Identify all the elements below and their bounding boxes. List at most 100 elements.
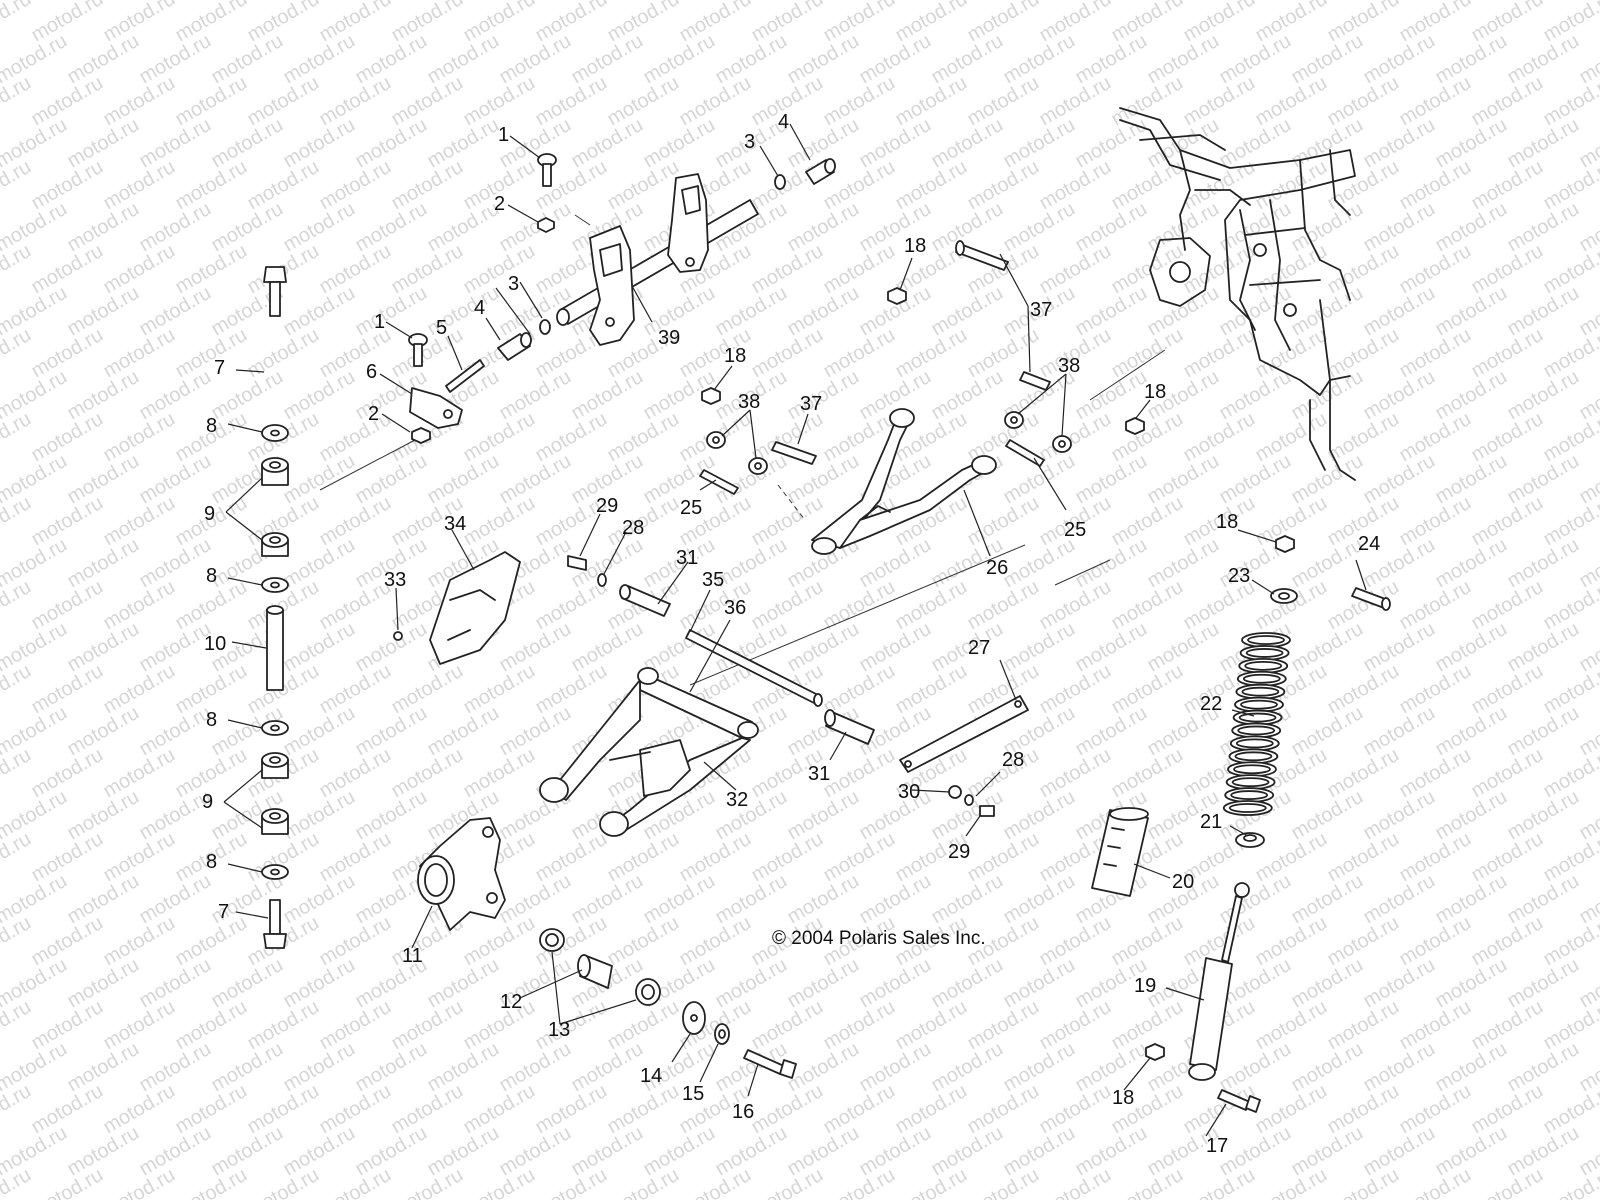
- callout-15: 15: [682, 1083, 704, 1105]
- watermark-text: motod.ru: [856, 114, 935, 173]
- bushing: [261, 808, 289, 835]
- watermark-text: motod.ru: [352, 282, 431, 341]
- watermark-text: motod.ru: [316, 156, 395, 215]
- watermark-text: motod.ru: [1288, 534, 1367, 593]
- watermark-text: motod.ru: [424, 702, 503, 761]
- watermark-text: motod.ru: [280, 870, 359, 929]
- watermark-text: motod.ru: [316, 1080, 395, 1139]
- watermark-text: motod.ru: [964, 828, 1043, 887]
- watermark-text: motod.ru: [1504, 870, 1583, 929]
- watermark-text: motod.ru: [352, 30, 431, 89]
- watermark-text: motod.ru: [784, 366, 863, 425]
- watermark-text: motod.ru: [1000, 1122, 1079, 1181]
- watermark-text: motod.ru: [1252, 240, 1331, 299]
- watermark-text: motod.ru: [1216, 450, 1295, 509]
- bolt: [567, 555, 587, 571]
- watermark-text: motod.ru: [928, 366, 1007, 425]
- watermark-text: motod.ru: [1468, 324, 1547, 383]
- watermark-text: motod.ru: [1108, 408, 1187, 467]
- watermark-text: motod.ru: [640, 114, 719, 173]
- watermark-text: motod.ru: [1504, 30, 1583, 89]
- watermark-text: motod.ru: [964, 156, 1043, 215]
- watermark-text: motod.ru: [64, 198, 143, 257]
- nut: [537, 217, 555, 233]
- bushing: [261, 457, 289, 486]
- spring-coil-inner: [1245, 648, 1284, 658]
- watermark-text: motod.ru: [784, 618, 863, 677]
- watermark-text: motod.ru: [1036, 912, 1115, 971]
- alignment-line: [319, 439, 416, 491]
- watermark-text: motod.ru: [1396, 576, 1475, 635]
- watermark-text: motod.ru: [100, 912, 179, 971]
- watermark-text: motod.ru: [280, 618, 359, 677]
- watermark-text: motod.ru: [1108, 156, 1187, 215]
- watermark-text: motod.ru: [28, 492, 107, 551]
- watermark-text: motod.ru: [1216, 1038, 1295, 1097]
- skid-plate: [429, 551, 521, 665]
- watermark-text: motod.ru: [1000, 30, 1079, 89]
- callout-2: 2: [494, 193, 505, 215]
- watermark-text: motod.ru: [1504, 618, 1583, 677]
- callout-37: 37: [1030, 299, 1052, 321]
- watermark-text: motod.ru: [1360, 618, 1439, 677]
- watermark-text: motod.ru: [64, 954, 143, 1013]
- watermark-text: motod.ru: [64, 618, 143, 677]
- watermark-text: motod.ru: [280, 534, 359, 593]
- watermark-text: motod.ru: [280, 30, 359, 89]
- watermark-text: motod.ru: [1036, 660, 1115, 719]
- watermark-text: motod.ru: [712, 786, 791, 845]
- watermark-text: motod.ru: [136, 1122, 215, 1181]
- watermark-text: motod.ru: [892, 996, 971, 1055]
- watermark-text: motod.ru: [1288, 30, 1367, 89]
- watermark-text: motod.ru: [928, 870, 1007, 929]
- watermark-text: motod.ru: [28, 156, 107, 215]
- watermark-text: motod.ru: [532, 72, 611, 131]
- watermark-text: motod.ru: [1396, 744, 1475, 803]
- watermark-text: motod.ru: [1468, 72, 1547, 131]
- watermark-text: motod.ru: [604, 408, 683, 467]
- lower-a-arm: [539, 667, 759, 837]
- bolt-top: [263, 266, 287, 317]
- watermark-text: motod.ru: [1252, 912, 1331, 971]
- watermark-text: motod.ru: [1288, 702, 1367, 761]
- watermark-text: motod.ru: [1468, 492, 1547, 551]
- watermark-text: motod.ru: [1396, 156, 1475, 215]
- callout-7: 7: [214, 357, 225, 379]
- pin: [445, 359, 485, 393]
- watermark-text: motod.ru: [964, 72, 1043, 131]
- watermark-text: motod.ru: [928, 114, 1007, 173]
- callout-18: 18: [1112, 1087, 1134, 1109]
- watermark-text: motod.ru: [1072, 702, 1151, 761]
- bushing: [748, 457, 768, 475]
- pin: [699, 469, 739, 495]
- watermark-text: motod.ru: [1324, 828, 1403, 887]
- watermark-text: motod.ru: [1072, 282, 1151, 341]
- watermark-text: motod.ru: [172, 156, 251, 215]
- watermark-text: motod.ru: [568, 1122, 647, 1181]
- watermark-text: motod.ru: [64, 30, 143, 89]
- bolt-bottom: [263, 899, 287, 949]
- callout-27: 27: [968, 637, 990, 659]
- watermark-text: motod.ru: [532, 660, 611, 719]
- screw: [393, 631, 403, 641]
- watermark-text: motod.ru: [64, 702, 143, 761]
- watermark-text: motod.ru: [1468, 0, 1547, 46]
- watermark-text: motod.ru: [100, 576, 179, 635]
- watermark-text: motod.ru: [1324, 660, 1403, 719]
- watermark-text: motod.ru: [136, 1038, 215, 1097]
- watermark-text: motod.ru: [1036, 1080, 1115, 1139]
- spring-coil-inner: [1235, 738, 1274, 749]
- watermark-text: motod.ru: [1432, 534, 1511, 593]
- watermark-text: motod.ru: [100, 0, 179, 46]
- watermark-text: motod.ru: [244, 72, 323, 131]
- watermark-text: motod.ru: [208, 114, 287, 173]
- watermark-text: motod.ru: [820, 1080, 899, 1139]
- watermark-text: motod.ru: [1432, 702, 1511, 761]
- nut: [411, 427, 431, 444]
- watermark-text: motod.ru: [28, 660, 107, 719]
- watermark-text: motod.ru: [1072, 366, 1151, 425]
- callout-22: 22: [1200, 693, 1222, 715]
- watermark-text: motod.ru: [1000, 1038, 1079, 1097]
- watermark-text: motod.ru: [1324, 324, 1403, 383]
- watermark-text: motod.ru: [64, 1038, 143, 1097]
